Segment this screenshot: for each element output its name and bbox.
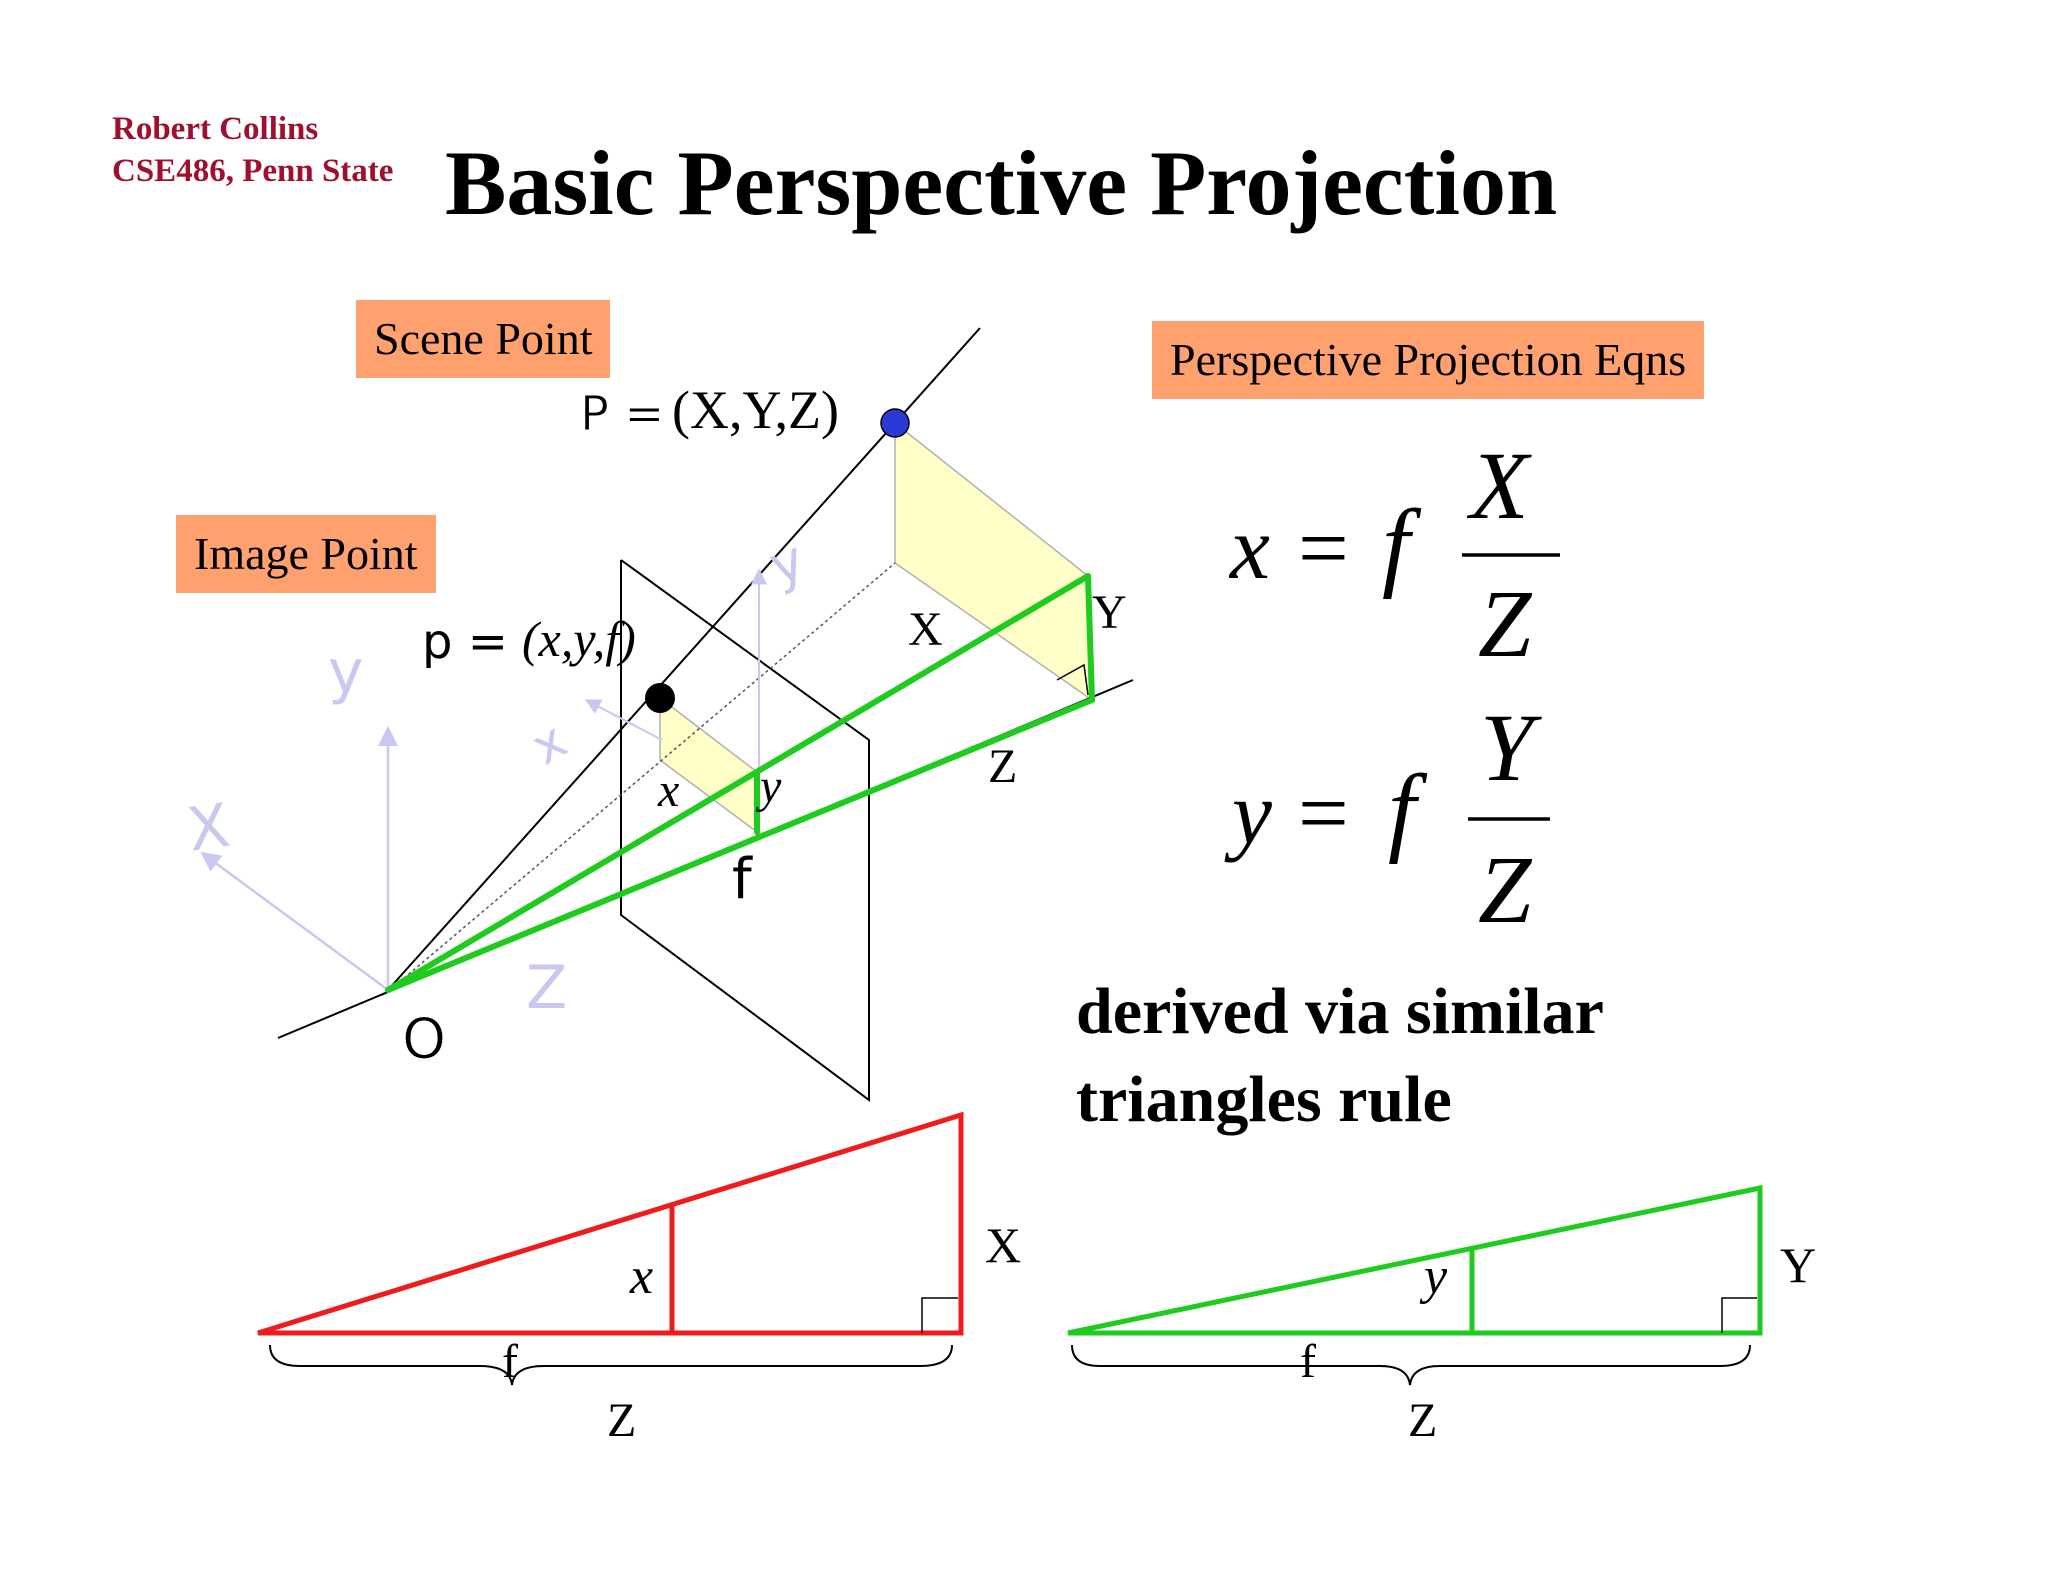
- label-Y-3d: Y: [1092, 586, 1127, 639]
- green-right-angle: [1721, 1297, 1757, 1333]
- green-ray-upper: [385, 573, 1091, 993]
- label-Z-3d: Z: [988, 740, 1017, 793]
- image-point-coords: (x,y,f): [522, 611, 636, 667]
- scene-point-coords: (X,Y,Z): [672, 380, 839, 440]
- green-label-big: Y: [1780, 1237, 1816, 1293]
- ray-line: [387, 327, 981, 991]
- image-axis-x-label: x: [522, 711, 577, 776]
- slide-title: Basic Perspective Projection: [445, 132, 1558, 234]
- red-label-big: X: [985, 1217, 1021, 1273]
- green-Y-segment: [1085, 573, 1095, 703]
- label-x-3d: x: [657, 764, 679, 817]
- green-ray-lower: [385, 697, 1095, 993]
- eq2-lhs: y: [1224, 764, 1272, 863]
- author-name: Robert Collins: [112, 111, 319, 147]
- red-right-angle: [921, 1297, 958, 1333]
- red-brace-f: [269, 1344, 953, 1386]
- eqns-tag: Perspective Projection Eqns: [1152, 321, 1705, 399]
- eq1-f: f: [1382, 489, 1422, 600]
- scene-plane-fill: [894, 421, 1093, 702]
- world-axis-x-label: X: [183, 791, 233, 866]
- eq2-equals: =: [1298, 764, 1349, 863]
- scene-point-prefix: P =: [580, 386, 664, 442]
- image-axis-x: [584, 699, 663, 741]
- eq2-denominator: Z: [1478, 836, 1533, 943]
- eq1-lhs: x: [1228, 499, 1270, 598]
- world-axis-x: [200, 851, 389, 992]
- dotted-line: [389, 562, 896, 991]
- eq1-numerator: X: [1466, 432, 1532, 539]
- green-brace: [1071, 1344, 1751, 1386]
- derived-line-1: derived via similar: [1076, 975, 1604, 1048]
- right-angle-scene: [1056, 663, 1089, 696]
- label-f-3d: f: [732, 847, 753, 912]
- world-axis-z-label: Z: [526, 953, 567, 1023]
- image-axis-y-label: y: [761, 528, 813, 598]
- green-triangle: [1067, 1184, 1763, 1336]
- label-y-3d: y: [755, 760, 782, 813]
- eq2-f: f: [1388, 754, 1428, 865]
- perspective-diagram: P = (X,Y,Z) p = (x,y,f) O X y Z x y X Y …: [183, 327, 1134, 1102]
- author-affiliation: CSE486, Penn State: [112, 153, 394, 189]
- origin-label: O: [402, 1007, 446, 1072]
- equation-y: y = f Y Z: [1224, 694, 1550, 943]
- derived-note: derived via similar triangles rule: [1076, 968, 1604, 1144]
- image-point-prefix: p =: [422, 614, 508, 670]
- eq1-denominator: Z: [1478, 570, 1533, 677]
- green-label-f: f: [1300, 1335, 1316, 1388]
- eq2-numerator: Y: [1480, 694, 1542, 801]
- red-triangle: [257, 1111, 964, 1336]
- image-plane-outline: [620, 559, 870, 1102]
- equation-x: x = f X Z: [1228, 432, 1560, 677]
- image-point: [645, 683, 675, 713]
- label-X-3d: X: [908, 603, 943, 656]
- red-triangle-diagram: x X f Z: [257, 1111, 1021, 1447]
- red-label-Z: Z: [607, 1394, 636, 1447]
- green-label-small: y: [1419, 1248, 1448, 1305]
- derived-line-2: triangles rule: [1076, 1063, 1452, 1136]
- image-point-tag: Image Point: [176, 515, 436, 593]
- author-block: Robert Collins CSE486, Penn State: [112, 108, 393, 192]
- green-label-Z: Z: [1408, 1394, 1437, 1447]
- scene-point: [880, 408, 910, 438]
- eq1-equals: =: [1298, 499, 1349, 598]
- world-axis-y-label: y: [328, 637, 364, 707]
- scene-point-tag: Scene Point: [356, 300, 611, 378]
- red-label-f: f: [502, 1335, 518, 1388]
- red-label-small: x: [629, 1248, 653, 1305]
- green-triangle-diagram: y Y f Z: [1067, 1184, 1816, 1447]
